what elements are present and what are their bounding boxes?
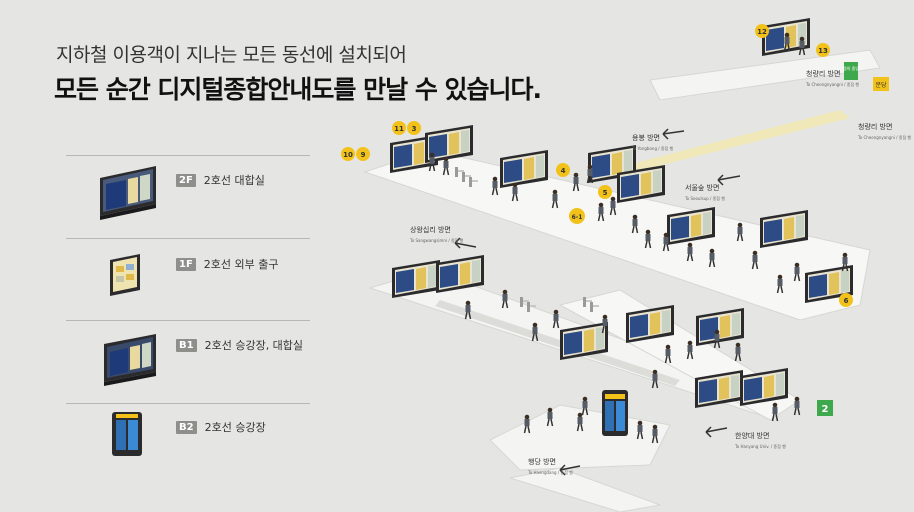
- marker-number: 4: [561, 167, 566, 175]
- legend-row-b1: B1 2호선 승강장, 대합실: [176, 337, 303, 353]
- marker-badge: [569, 208, 585, 224]
- direction-label: 청량리 방면: [806, 69, 840, 78]
- legend-row-b2: B2 2호선 승강장: [176, 419, 266, 435]
- direction-label: 한양대 방면: [735, 431, 769, 440]
- subtitle: 지하철 이용객이 지나는 모든 동선에 설치되어: [56, 44, 407, 66]
- line-2-badge: [817, 400, 833, 416]
- wide-display-icon: [100, 166, 156, 220]
- bundang-line-label: 분당: [875, 81, 887, 89]
- marker-badge: [356, 147, 370, 161]
- floor-badge: B2: [176, 420, 197, 434]
- marker-number: 6-1: [572, 214, 583, 221]
- direction-sub: To Cheongnyangni / 종점 행: [805, 81, 859, 87]
- small-display-icon: [110, 254, 140, 296]
- direction-sub: To Sangwangsimni / 종점 행: [409, 237, 464, 243]
- bundang-line-badge: [873, 77, 889, 91]
- marker-number: 10: [343, 151, 353, 159]
- legend-divider: [66, 320, 310, 321]
- gyeongui-line-label: 경의 중앙: [843, 65, 859, 71]
- floor-desc: 2호선 대합실: [203, 174, 265, 187]
- marker-badge: [839, 293, 853, 307]
- direction-sub: To Yongbong / 종점 행: [631, 145, 673, 151]
- marker-number: 6: [844, 297, 849, 305]
- marker-number: 5: [603, 189, 608, 197]
- legend-divider: [66, 155, 310, 156]
- floor-badge: 1F: [176, 257, 196, 271]
- floor-desc: 2호선 승강장, 대합실: [204, 339, 304, 352]
- wide-display-icon: [104, 334, 156, 386]
- direction-sub: To Seoulsup / 종점 행: [684, 195, 725, 201]
- marker-number: 9: [361, 151, 366, 159]
- floor-desc: 2호선 승강장: [204, 421, 266, 434]
- gyeongui-line-badge: [844, 62, 858, 80]
- marker-badge: [407, 121, 421, 135]
- marker-badge: [598, 185, 612, 199]
- marker-badge: [816, 43, 830, 57]
- direction-sub: To Hanyang Univ. / 종점 행: [734, 443, 786, 449]
- direction-label: 용봉 방면: [632, 133, 660, 142]
- marker-badge: [341, 147, 355, 161]
- marker-badge: [392, 121, 406, 135]
- kiosk-icon: [112, 412, 142, 456]
- floor-badge: B1: [176, 338, 197, 352]
- marker-badge: [755, 24, 769, 38]
- floor-desc: 2호선 외부 출구: [203, 258, 279, 271]
- floor-badge: 2F: [176, 173, 196, 187]
- marker-number: 12: [757, 28, 767, 36]
- direction-label: 행당 방면: [528, 457, 556, 466]
- marker-number: 13: [818, 47, 828, 55]
- direction-label: 상왕십리 방면: [410, 225, 451, 234]
- legend-divider: [66, 238, 310, 239]
- direction-label: 청량리 방면: [858, 122, 892, 131]
- direction-sub: To Cheongnyangni / 종점 행: [857, 134, 911, 140]
- headline: 모든 순간 디지털종합안내도를 만날 수 있습니다.: [54, 75, 542, 104]
- station-map: 청량리 방면 To Cheongnyangni / 종점 행 청량리 방면 To…: [341, 18, 911, 512]
- direction-label: 서울숲 방면: [685, 183, 719, 192]
- line-2-label: 2: [822, 404, 829, 415]
- direction-sub: To Haengdang / 종점 행: [527, 469, 573, 475]
- legend-divider: [66, 403, 310, 404]
- marker-badge: [556, 163, 570, 177]
- marker-number: 3: [412, 125, 417, 133]
- legend-row-1f: 1F 2호선 외부 출구: [176, 256, 279, 272]
- marker-number: 11: [394, 125, 404, 133]
- legend-row-2f: 2F 2호선 대합실: [176, 172, 265, 188]
